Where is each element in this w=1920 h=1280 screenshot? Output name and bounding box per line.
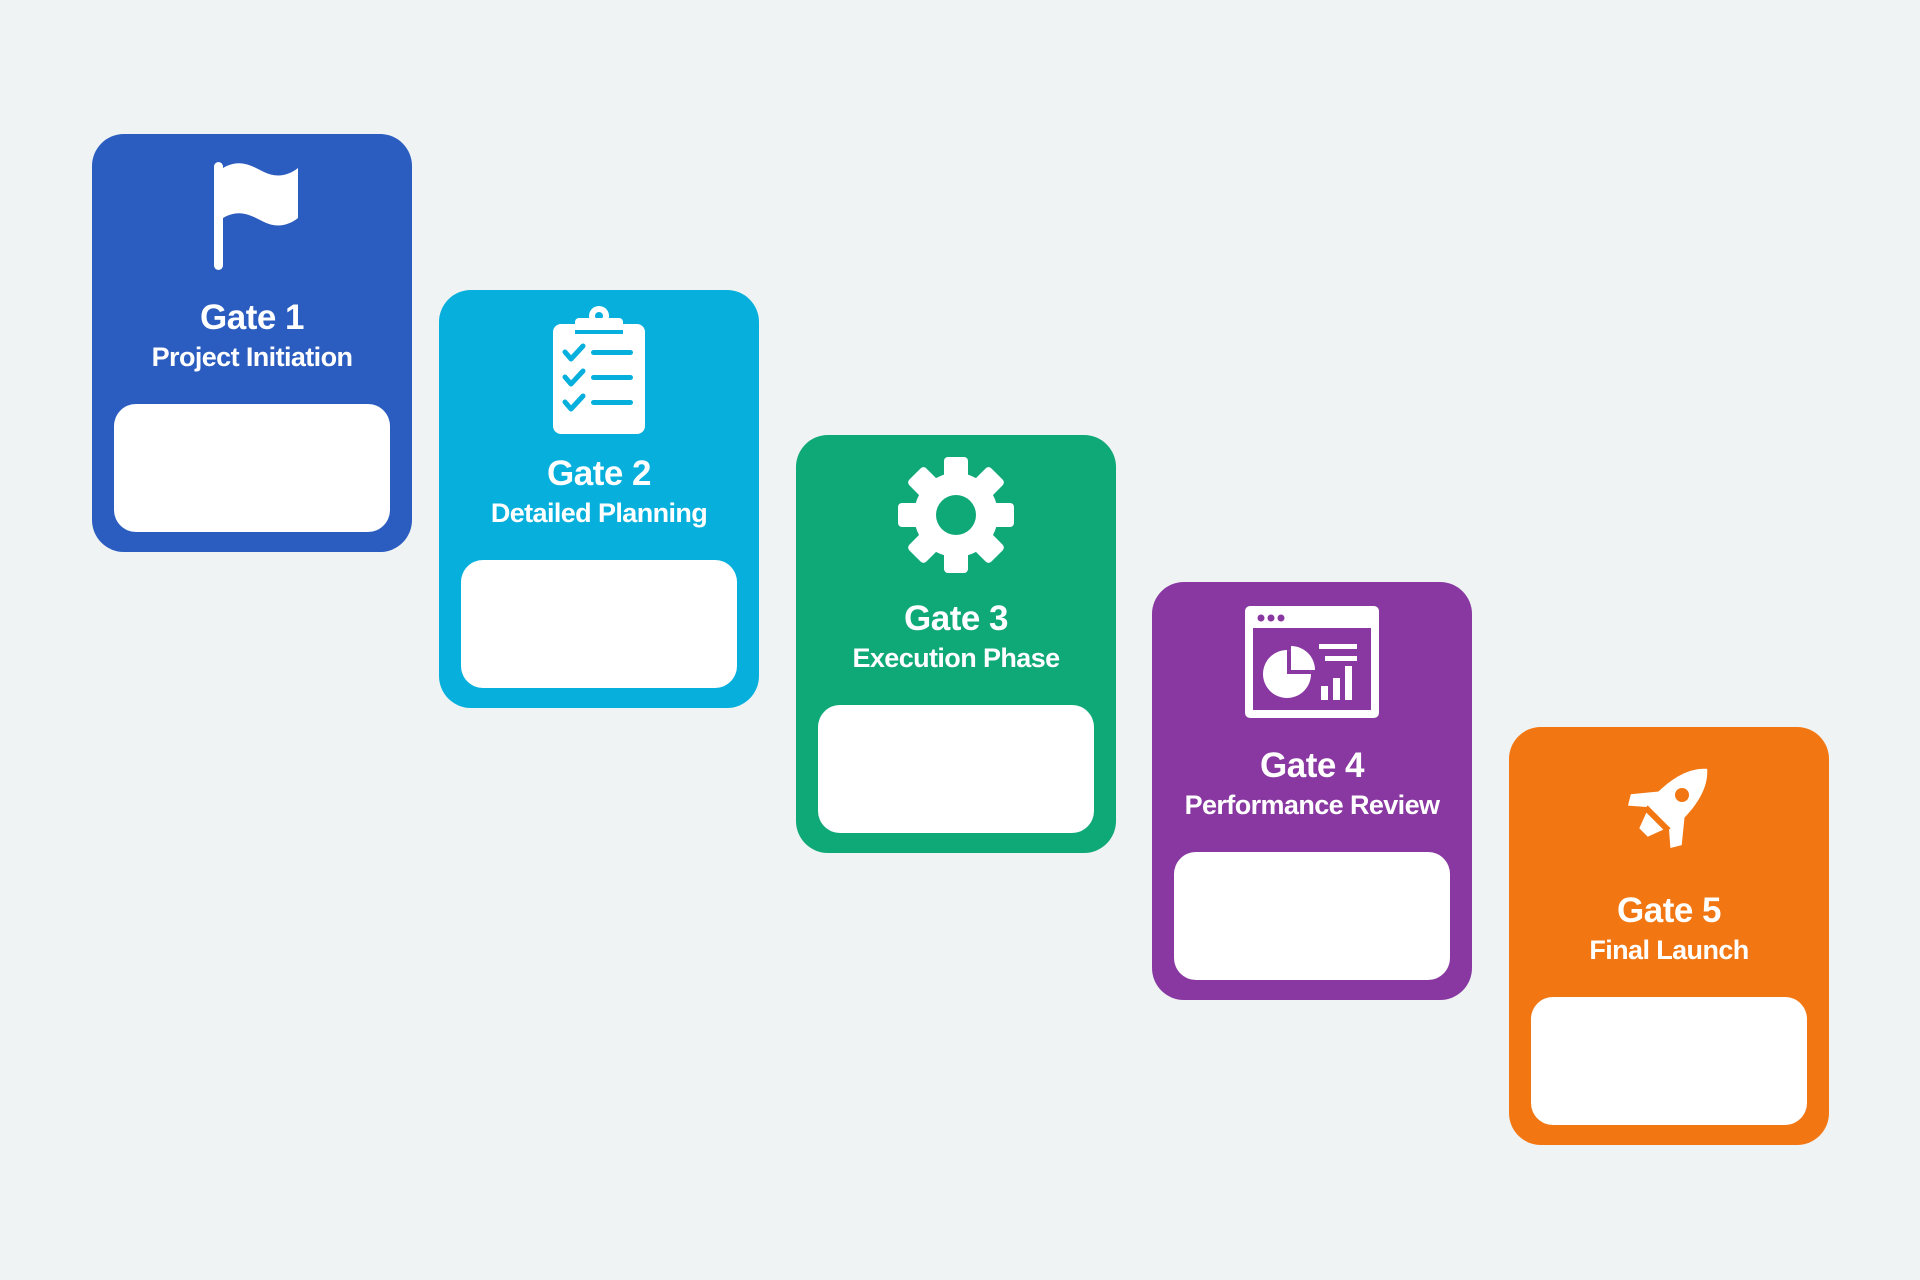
clipboard-checklist-icon xyxy=(439,306,759,434)
gate-input-box xyxy=(818,705,1094,833)
gate-card-3: Gate 3 Execution Phase xyxy=(796,435,1116,853)
gate-input-box xyxy=(114,404,390,532)
gate-subtitle: Execution Phase xyxy=(852,643,1060,673)
gate-title: Gate 4 xyxy=(1260,746,1365,785)
gate-input-box xyxy=(1174,852,1450,980)
gate-title: Gate 3 xyxy=(904,599,1009,638)
rocket-icon xyxy=(1509,749,1829,865)
gate-subtitle: Performance Review xyxy=(1184,790,1440,820)
gate-card-1: Gate 1 Project Initiation xyxy=(92,134,412,552)
gate-card-2: Gate 2 Detailed Planning xyxy=(439,290,759,708)
flag-icon xyxy=(92,156,412,272)
gate-input-box xyxy=(1531,997,1807,1125)
gate-subtitle: Final Launch xyxy=(1589,935,1749,965)
gate-card-4: Gate 4 Performance Review xyxy=(1152,582,1472,1000)
gate-title: Gate 2 xyxy=(547,454,652,493)
gate-subtitle: Project Initiation xyxy=(151,342,353,372)
gate-input-box xyxy=(461,560,737,688)
gate-card-5: Gate 5 Final Launch xyxy=(1509,727,1829,1145)
analytics-dashboard-icon xyxy=(1152,604,1472,720)
gate-subtitle: Detailed Planning xyxy=(490,498,708,528)
gear-icon xyxy=(796,457,1116,573)
gate-title: Gate 1 xyxy=(200,298,305,337)
gate-title: Gate 5 xyxy=(1617,891,1722,930)
